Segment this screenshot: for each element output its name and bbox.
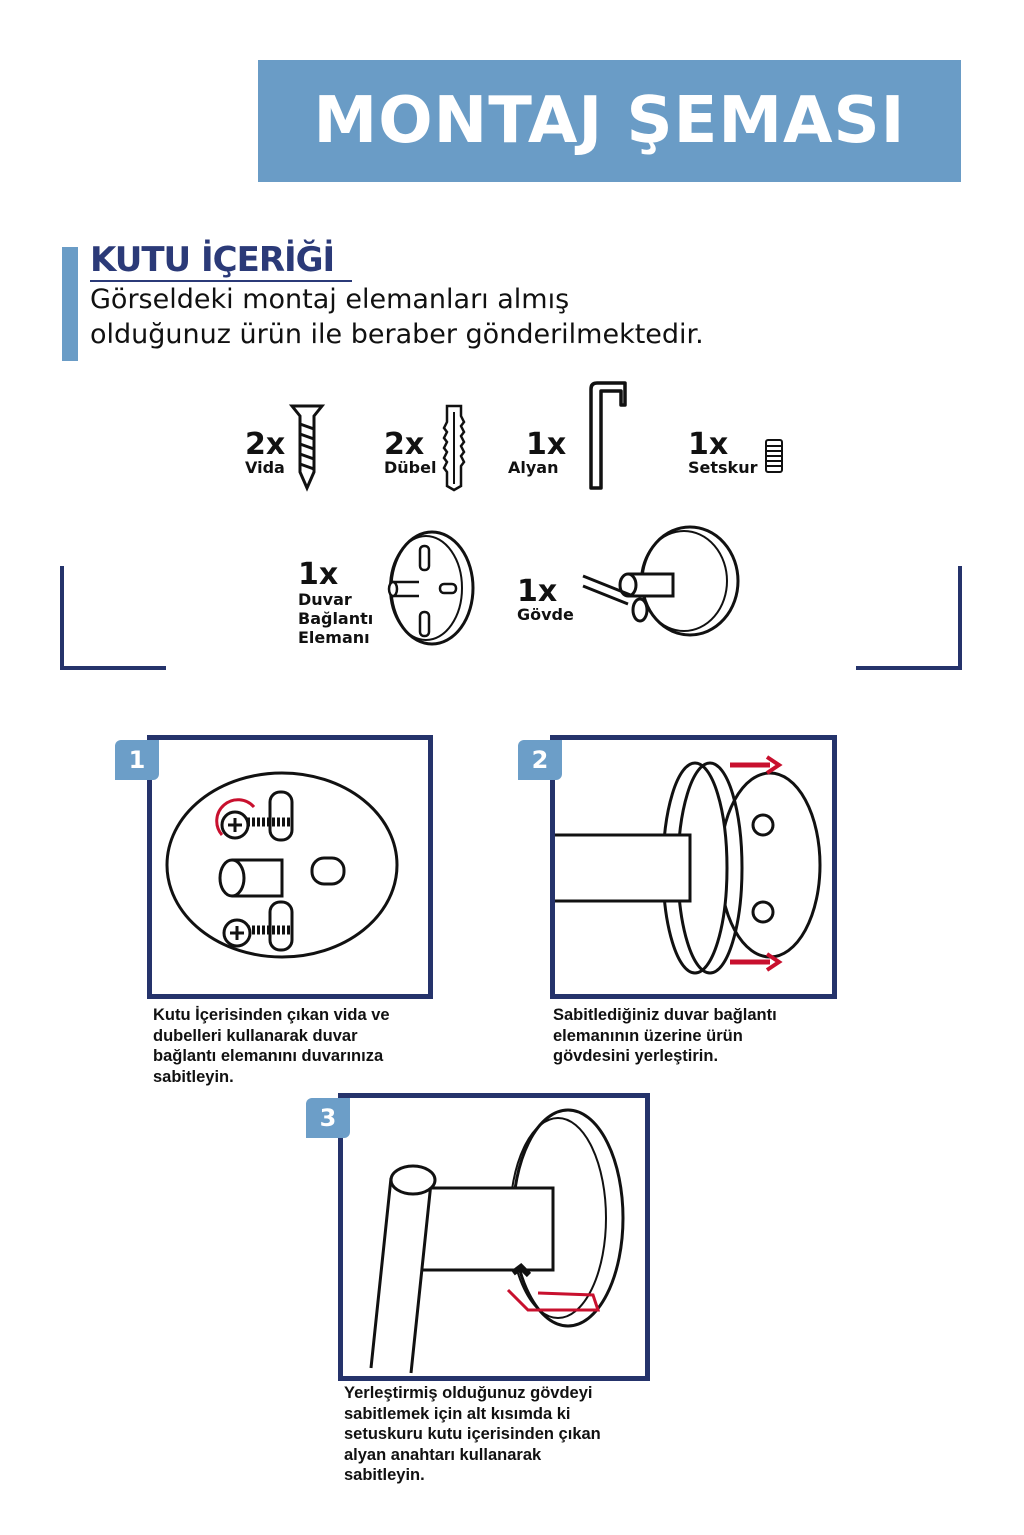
corner-bracket-left bbox=[60, 566, 166, 670]
part-wall-bracket: 1x Duvar Bağlantı Elemanı bbox=[298, 557, 373, 648]
part-label: Gövde bbox=[517, 605, 574, 624]
part-label: Vida bbox=[245, 458, 285, 477]
part-label-line: Bağlantı bbox=[298, 609, 374, 628]
body-icon bbox=[582, 525, 740, 637]
part-label-line: Elemanı bbox=[298, 628, 370, 647]
box-contents-text-1: Görseldeki montaj elemanları almış bbox=[90, 284, 570, 315]
part-allen-key: 1x Alyan bbox=[508, 430, 566, 476]
caption-line: Yerleştirmiş olduğunuz gövdeyi bbox=[344, 1384, 593, 1402]
step-1-illustration bbox=[147, 735, 433, 999]
part-qty: 1x bbox=[517, 574, 558, 609]
step-3-caption: Yerleştirmiş olduğunuz gövdeyi sabitleme… bbox=[344, 1383, 601, 1486]
caption-line: sabitleyin. bbox=[344, 1466, 425, 1484]
caption-line: Kutu İçerisinden çıkan vida ve bbox=[153, 1006, 390, 1024]
part-label: Duvar Bağlantı Elemanı bbox=[298, 590, 373, 647]
box-contents-heading: KUTU İÇERİĞİ bbox=[90, 240, 352, 282]
part-qty: 1x bbox=[688, 427, 729, 462]
part-label: Setskur bbox=[688, 458, 758, 477]
step-2-badge: 2 bbox=[518, 740, 562, 780]
wall-bracket-screws-icon bbox=[165, 771, 399, 959]
set-screw-fixing-icon bbox=[369, 1108, 625, 1374]
part-label: Alyan bbox=[508, 458, 559, 477]
page-title: MONTAJ ŞEMASI bbox=[258, 60, 961, 182]
caption-line: elemanının üzerine ürün bbox=[553, 1026, 743, 1045]
caption-line: sabitleyin. bbox=[153, 1067, 234, 1086]
step-1-badge: 1 bbox=[115, 740, 159, 780]
step-3-badge: 3 bbox=[306, 1098, 350, 1138]
part-qty: 1x bbox=[526, 427, 567, 462]
set-screw-icon bbox=[765, 439, 783, 473]
allen-key-red-icon bbox=[506, 1288, 601, 1312]
accent-bar bbox=[62, 247, 78, 361]
part-screw: 2x Vida bbox=[245, 430, 285, 476]
body-onto-bracket-icon bbox=[555, 755, 822, 975]
box-contents-text-2: olduğunuz ürün ile beraber gönderilmekte… bbox=[90, 319, 704, 350]
part-body: 1x Gövde bbox=[517, 577, 574, 623]
caption-line: setuskuru kutu içerisinden çıkan bbox=[344, 1425, 601, 1443]
caption-line: sabitlemek için alt kısımda ki bbox=[344, 1404, 571, 1423]
caption-line: gövdesini yerleştirin. bbox=[553, 1047, 719, 1065]
allen-key-icon bbox=[589, 381, 627, 490]
part-qty: 2x bbox=[245, 427, 286, 462]
part-set-screw: 1x Setskur bbox=[688, 430, 757, 476]
caption-line: Sabitlediğiniz duvar bağlantı bbox=[553, 1006, 777, 1024]
screw-icon bbox=[288, 404, 326, 492]
step-1-caption: Kutu İçerisinden çıkan vida ve dubelleri… bbox=[153, 1005, 390, 1087]
part-label: Dübel bbox=[384, 458, 437, 477]
step-3-illustration bbox=[338, 1093, 650, 1381]
caption-line: bağlantı elemanını duvarınıza bbox=[153, 1047, 384, 1065]
step-2-illustration bbox=[550, 735, 837, 999]
part-qty: 1x bbox=[298, 557, 339, 592]
caption-line: alyan anahtarı kullanarak bbox=[344, 1445, 542, 1464]
part-wall-plug: 2x Dübel bbox=[384, 430, 436, 476]
wall-bracket-icon bbox=[387, 530, 475, 646]
push-arrow-icon bbox=[730, 762, 770, 965]
caption-line: dubelleri kullanarak duvar bbox=[153, 1026, 358, 1045]
rotate-arrow-icon bbox=[215, 798, 256, 836]
part-qty: 2x bbox=[384, 427, 425, 462]
wall-plug-icon bbox=[442, 404, 466, 492]
part-label-line: Duvar bbox=[298, 590, 352, 609]
step-2-caption: Sabitlediğiniz duvar bağlantı elemanının… bbox=[553, 1005, 777, 1067]
corner-bracket-right bbox=[856, 566, 962, 670]
